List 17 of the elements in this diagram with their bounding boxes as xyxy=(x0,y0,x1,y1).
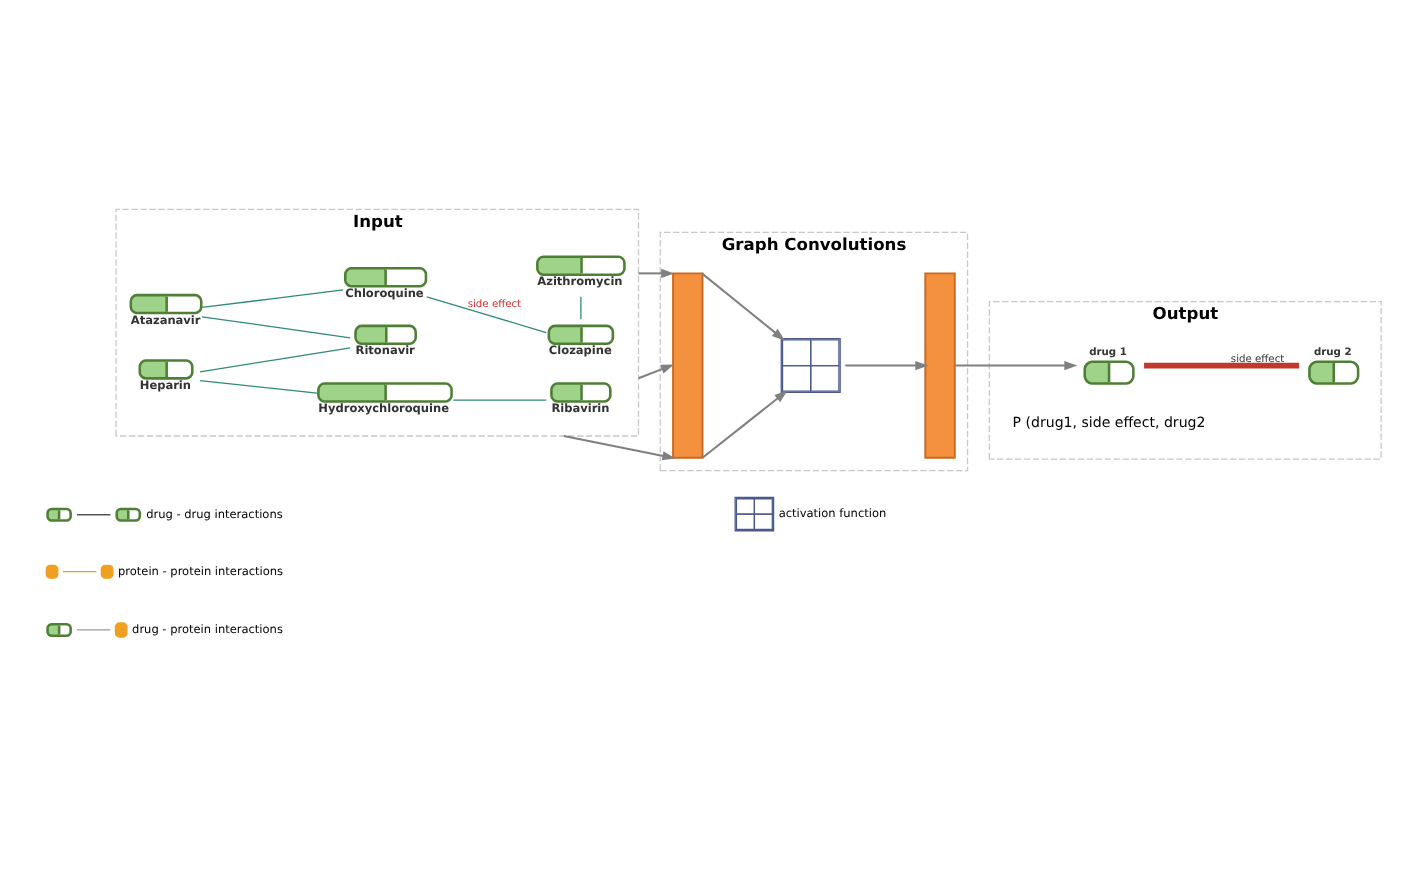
node-box xyxy=(924,272,956,459)
connector xyxy=(580,296,582,320)
connector xyxy=(201,316,351,339)
arrow xyxy=(563,435,676,461)
arrow xyxy=(845,361,929,371)
connector xyxy=(1144,362,1300,369)
arrow xyxy=(701,390,788,459)
connector xyxy=(199,380,318,394)
node-box xyxy=(672,272,704,459)
connector xyxy=(452,399,547,401)
connector xyxy=(199,347,351,373)
connector xyxy=(426,296,547,334)
arrow xyxy=(954,361,1078,371)
arrow xyxy=(638,268,675,278)
connector xyxy=(201,289,344,309)
arrow xyxy=(638,364,675,380)
arrow xyxy=(701,272,785,341)
